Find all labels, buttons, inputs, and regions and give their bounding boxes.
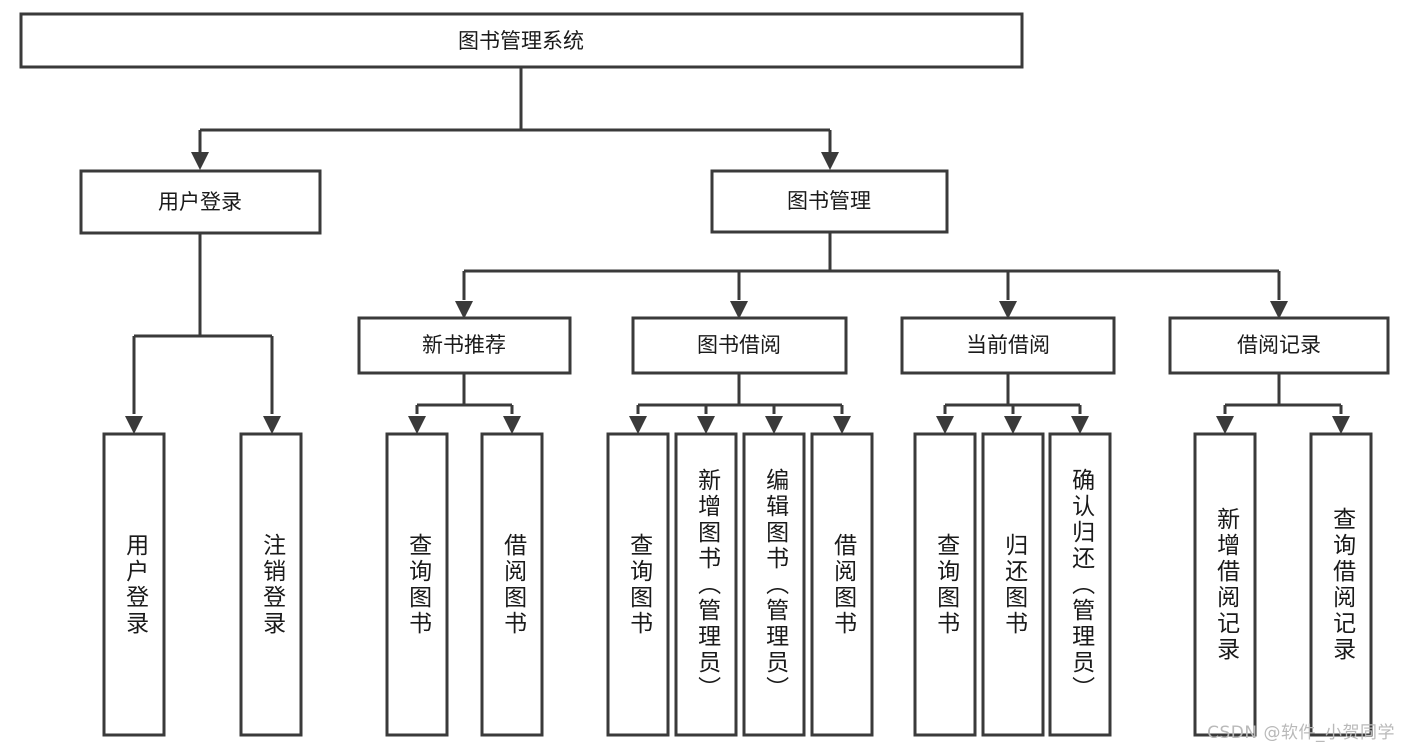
leaf-bb-borrow-book-label-host: 借阅图书 (829, 532, 856, 637)
leaf-nb-query-book-label: 查询图书 (404, 532, 431, 637)
node-user-login[interactable]: 用户登录 (79, 169, 322, 235)
leaf-user-login-label: 用户登录 (121, 532, 148, 637)
arrow-to-book-manage (821, 152, 839, 170)
leaf-bb-query-book-box (606, 432, 670, 737)
leaf-cb-confirm-return[interactable]: 确认归还（管理员） (1048, 432, 1112, 737)
leaf-logout-box (239, 432, 303, 737)
leaf-bb-query-book-label: 查询图书 (625, 532, 652, 637)
leaf-cb-confirm-return-label: 确认归还（管理员） (1067, 467, 1094, 702)
node-root-book-system[interactable]: 图书管理系统 (19, 12, 1024, 69)
leaf-br-add-record[interactable]: 新增借阅记录 (1193, 432, 1257, 737)
arrow-to-leaf-logout (263, 416, 281, 434)
leaf-bb-add-book-label: 新增图书（管理员） (693, 467, 720, 702)
leaf-bb-edit-book-box (742, 432, 806, 737)
leaf-nb-borrow-book-box (480, 432, 544, 737)
arrow-to-leaf-bb-4 (833, 416, 851, 434)
leaf-br-add-record-label: 新增借阅记录 (1212, 506, 1239, 663)
node-user-login-label: 用户登录 (158, 190, 242, 214)
arrow-to-leaf-user-login (125, 416, 143, 434)
leaf-bb-borrow-book[interactable]: 借阅图书 (810, 432, 874, 737)
leaf-cb-confirm-return-box (1048, 432, 1112, 737)
leaf-nb-borrow-book[interactable]: 借阅图书 (480, 432, 544, 737)
node-current-borrow-box (900, 316, 1116, 375)
arrow-to-leaf-nb-1 (408, 416, 426, 434)
arrow-to-leaf-br-2 (1332, 416, 1350, 434)
leaf-cb-query-book-label-host: 查询图书 (932, 532, 959, 637)
leaf-cb-query-book-box (913, 432, 977, 737)
arrow-to-leaf-bb-3 (765, 416, 783, 434)
leaf-logout-label-host: 注销登录 (258, 532, 285, 637)
leaf-cb-return-book-box (981, 432, 1045, 737)
arrow-to-book-borrow (730, 301, 748, 319)
node-new-book-recommend-box (357, 316, 572, 375)
leaf-bb-borrow-book-label: 借阅图书 (829, 532, 856, 637)
leaf-cb-return-book[interactable]: 归还图书 (981, 432, 1045, 737)
leaf-user-login-label-host: 用户登录 (121, 532, 148, 637)
node-current-borrow[interactable]: 当前借阅 (900, 316, 1116, 375)
leaf-logout-label: 注销登录 (258, 532, 285, 637)
leaf-cb-confirm-return-label-host: 确认归还（管理员） (1067, 467, 1094, 702)
leaf-bb-edit-book-label: 编辑图书（管理员） (761, 467, 788, 702)
node-current-borrow-label: 当前借阅 (966, 333, 1050, 357)
node-new-book-recommend-label: 新书推荐 (422, 333, 506, 357)
leaf-bb-add-book[interactable]: 新增图书（管理员） (674, 432, 738, 737)
leaf-nb-query-book[interactable]: 查询图书 (385, 432, 449, 737)
node-borrow-record-label: 借阅记录 (1237, 333, 1321, 357)
arrow-to-leaf-br-1 (1216, 416, 1234, 434)
leaf-bb-add-book-box (674, 432, 738, 737)
leaf-br-query-record-label-host: 查询借阅记录 (1328, 506, 1355, 663)
connectors-layer (125, 67, 1350, 434)
leaf-br-add-record-box (1193, 432, 1257, 737)
node-borrow-record[interactable]: 借阅记录 (1168, 316, 1390, 375)
node-book-borrow[interactable]: 图书借阅 (631, 316, 848, 375)
leaf-cb-query-book[interactable]: 查询图书 (913, 432, 977, 737)
arrow-to-leaf-cb-1 (936, 416, 954, 434)
arrow-to-current-borrow (999, 301, 1017, 319)
leaf-br-query-record[interactable]: 查询借阅记录 (1309, 432, 1373, 737)
node-book-manage[interactable]: 图书管理 (710, 169, 949, 234)
leaf-bb-add-book-label-host: 新增图书（管理员） (693, 467, 720, 702)
node-user-login-box (79, 169, 322, 235)
arrow-to-leaf-bb-1 (629, 416, 647, 434)
arrow-to-borrow-record (1270, 301, 1288, 319)
leaf-nb-query-book-label-host: 查询图书 (404, 532, 431, 637)
leaf-br-query-record-label: 查询借阅记录 (1328, 506, 1355, 663)
node-book-borrow-label: 图书借阅 (697, 333, 781, 357)
arrow-to-new-book (455, 301, 473, 319)
leaf-bb-edit-book[interactable]: 编辑图书（管理员） (742, 432, 806, 737)
node-book-manage-box (710, 169, 949, 234)
arrow-to-leaf-bb-2 (697, 416, 715, 434)
arrow-to-leaf-nb-2 (503, 416, 521, 434)
leaf-br-query-record-box (1309, 432, 1373, 737)
leaf-nb-query-book-box (385, 432, 449, 737)
leaf-bb-query-book-label-host: 查询图书 (625, 532, 652, 637)
arrow-to-user-login (191, 152, 209, 170)
leaf-cb-query-book-label: 查询图书 (932, 532, 959, 637)
arrow-to-leaf-cb-2 (1004, 416, 1022, 434)
leaf-br-add-record-label-host: 新增借阅记录 (1212, 506, 1239, 663)
leaf-nb-borrow-book-label-host: 借阅图书 (499, 532, 526, 637)
node-root-label: 图书管理系统 (458, 29, 584, 53)
leaf-cb-return-book-label: 归还图书 (1000, 532, 1027, 637)
node-book-manage-label: 图书管理 (787, 189, 871, 213)
leaf-user-login-box (102, 432, 166, 737)
leaf-cb-return-book-label-host: 归还图书 (1000, 532, 1027, 637)
leaf-bb-borrow-book-box (810, 432, 874, 737)
node-root-box (19, 12, 1024, 69)
leaf-logout[interactable]: 注销登录 (239, 432, 303, 737)
node-new-book-recommend[interactable]: 新书推荐 (357, 316, 572, 375)
node-book-borrow-box (631, 316, 848, 375)
leaf-nb-borrow-book-label: 借阅图书 (499, 532, 526, 637)
arrow-to-leaf-cb-3 (1071, 416, 1089, 434)
leaf-user-login[interactable]: 用户登录 (102, 432, 166, 737)
leaf-bb-query-book[interactable]: 查询图书 (606, 432, 670, 737)
node-borrow-record-box (1168, 316, 1390, 375)
leaf-bb-edit-book-label-host: 编辑图书（管理员） (761, 467, 788, 702)
